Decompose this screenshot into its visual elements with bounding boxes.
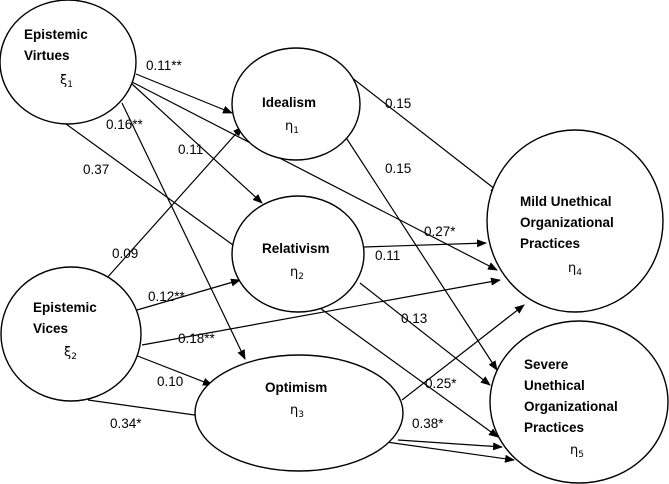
node-label: Virtues (24, 48, 70, 63)
coef-vices-optimism: 0.10 (157, 374, 183, 389)
node-symbol: η4 (568, 261, 582, 278)
node-symbol: η5 (570, 443, 584, 460)
node-severe-unethical-practices: Severe Unethical Organizational Practice… (489, 320, 669, 484)
edge-vices-relativism (136, 278, 241, 311)
coef-relativism-severe: 0.13 (401, 311, 427, 326)
node-idealism: Idealism η1 (231, 47, 361, 161)
node-label: Epistemic (24, 27, 88, 42)
edge-virtues-mild (131, 81, 498, 271)
node-epistemic-virtues: Epistemic Virtues ξ1 (0, 0, 137, 125)
coef-vices-idealism: 0.09 (112, 246, 138, 261)
node-symbol: η3 (290, 403, 304, 420)
edge-idealism-severe (344, 135, 498, 371)
node-mild-unethical-practices: Mild Unethical Organizational Practices … (486, 129, 664, 313)
edge-optimism-severe (397, 439, 503, 451)
edge-vices-mild (141, 277, 501, 346)
node-optimism: Optimism η3 (194, 354, 404, 472)
coef-vices-severe: 0.34* (110, 416, 142, 431)
edge-idealism-mild (341, 69, 501, 194)
node-label: Severe (524, 357, 569, 372)
node-label: Mild Unethical (520, 194, 612, 209)
node-label: Epistemic (33, 300, 97, 315)
coef-idealism-mild: 0.15 (385, 96, 411, 111)
node-label: Idealism (262, 95, 316, 110)
node-label: Optimism (265, 380, 327, 395)
coef-optimism-mild: 0.25* (425, 376, 457, 391)
edge-optimism-mild (401, 304, 525, 401)
node-relativism: Relativism η2 (231, 195, 365, 313)
node-label: Organizational (520, 215, 614, 230)
node-label: Relativism (262, 241, 330, 256)
edge-relativism-mild (363, 239, 487, 248)
coef-idealism-severe: 0.15 (385, 161, 411, 176)
edge-virtues-idealism (135, 73, 233, 114)
edge-vices-optimism (134, 354, 213, 386)
coef-vices-relativism: 0.12** (148, 289, 186, 304)
coef-relativism-mild: 0.11 (375, 248, 400, 263)
coef-virtues-optimism: 0.16** (106, 117, 144, 132)
node-label: Organizational (524, 399, 618, 414)
node-epistemic-vices: Epistemic Vices ξ2 (0, 266, 142, 402)
coef-vices-mild: 0.18** (178, 331, 216, 346)
coef-virtues-severe: 0.37 (83, 162, 109, 177)
edge-relativism-severe (359, 282, 491, 386)
node-label: Unethical (524, 378, 585, 393)
edge-vices-idealism (105, 126, 243, 280)
node-label: Vices (33, 321, 68, 336)
edge-virtues-relativism (131, 83, 263, 204)
edge-virtues-optimism (121, 102, 246, 360)
node-symbol: ξ1 (60, 73, 73, 90)
node-symbol: ξ2 (64, 345, 77, 362)
node-label: Practices (524, 420, 584, 435)
node-symbol: η2 (290, 265, 304, 282)
coef-optimism-severe: 0.38* (412, 416, 444, 431)
node-label: Practices (520, 236, 580, 251)
coef-virtues-relativism: 0.11 (178, 142, 203, 157)
coef-virtues-mild: 0.27* (424, 224, 456, 239)
coef-virtues-idealism: 0.11** (146, 58, 183, 73)
node-symbol: η1 (285, 119, 299, 136)
